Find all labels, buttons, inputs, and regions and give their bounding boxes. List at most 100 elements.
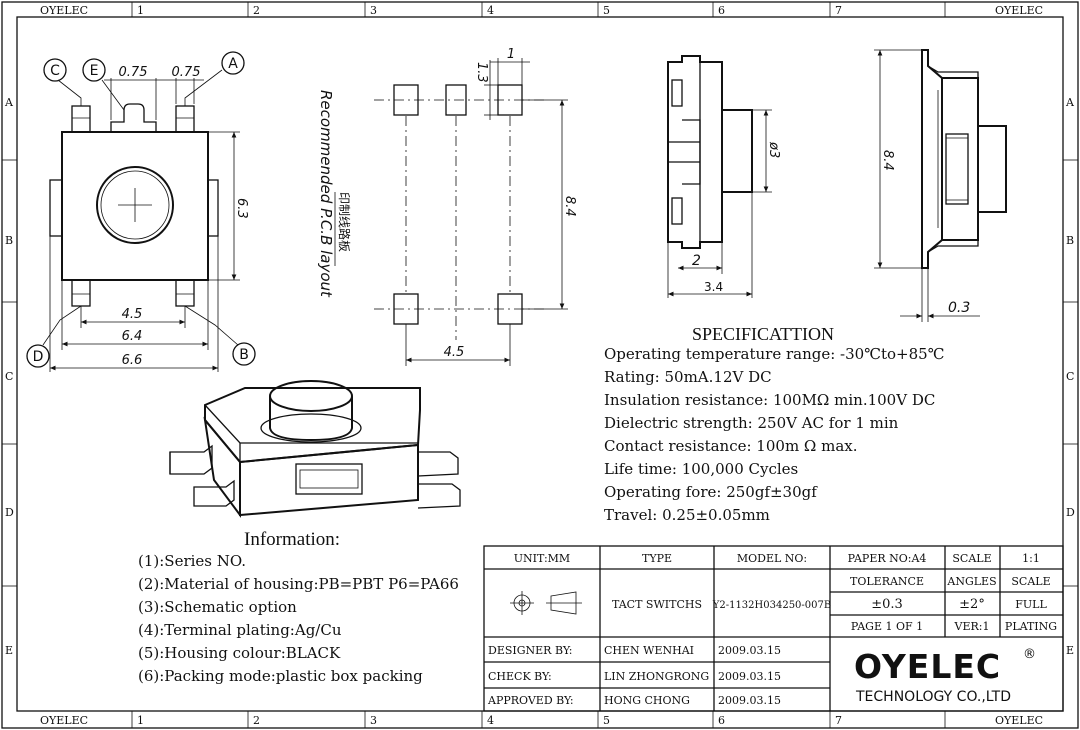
spec-title: SPECIFICATTION [692,324,834,344]
pin-balloon-b: B [232,342,256,366]
tb-approved-label: APPROVED BY: [487,694,574,707]
side-body-outline [667,55,723,249]
tb-scale-value: 1:1 [1022,552,1040,565]
svg-text:OYELEC: OYELEC [854,647,1001,686]
col-label-3-bottom: 3 [370,714,377,727]
end-lead-left [921,49,943,269]
pin-e-top [110,103,157,132]
tb-designer-label: DESIGNER BY: [488,644,572,657]
row-label-e: E [5,644,13,657]
svg-text:®: ® [1023,647,1036,662]
dim-pin-span: 4.5 [122,307,143,322]
tb-approver: HONG CHONG [604,694,690,707]
tb-angles-value: ±2° [959,597,985,612]
right-lug [207,179,219,237]
dim-body-width: 6.4 [122,329,143,344]
actuator-outer-circle [96,166,174,244]
svg-text:C: C [50,63,60,79]
tb-type-label: TYPE [642,552,672,565]
side-dim-width: 3.4 [704,280,723,294]
side-view: ø3 2 3.4 [667,55,781,298]
info-line: (2):Material of housing:PB=PBT P6=PA66 [138,575,459,593]
tb-checker: LIN ZHONGRONG [604,670,709,683]
pin-a-top [175,105,195,133]
side-dim-stem: 2 [692,253,701,269]
isometric-view [169,380,461,519]
projection-symbol-icon [510,591,582,615]
pin-balloon-c: C [43,58,67,82]
svg-text:E: E [90,63,99,79]
dim-overall-width: 6.6 [122,353,143,368]
spec-line: Insulation resistance: 100MΩ min.100V DC [604,391,935,409]
row-label-d-right: D [1066,506,1075,519]
pcb-dim-pitch-y: 8.4 [562,196,577,217]
end-view: 8.4 0.3 [874,49,1007,322]
info-line: (6):Packing mode:plastic box packing [138,667,423,685]
tb-type-value: TACT SWITCHS [612,598,702,611]
col-label-7-bottom: 7 [835,714,842,727]
col-label-4-bottom: 4 [487,714,494,727]
side-actuator [721,109,753,193]
pin-balloon-e: E [82,58,106,82]
col-label-2-bottom: 2 [253,714,260,727]
svg-text:B: B [239,347,249,363]
pcb-pad-2 [445,84,467,116]
tb-model-value: Y2-1132H034250-007B [712,600,832,611]
col-label-6: 6 [718,4,725,17]
col-label-7: 7 [835,4,842,17]
col-label-3: 3 [370,4,377,17]
tb-check-date: 2009.03.15 [718,670,781,683]
col-label-2: 2 [253,4,260,17]
information-block: Information: (1):Series NO. (2):Material… [138,529,459,685]
tb-designer: CHEN WENHAI [604,644,694,657]
spec-line: Contact resistance: 100m Ω max. [604,437,858,455]
pin-c-top [71,105,91,133]
pcb-dim-pad-height: 1.3 [474,62,489,83]
info-line: (1):Series NO. [138,552,246,570]
row-label-e-right: E [1066,644,1074,657]
svg-text:D: D [33,349,44,365]
spec-line: Operating fore: 250gf±30gf [604,483,818,501]
col-label-1: 1 [137,4,144,17]
tb-tolerance-value: ±0.3 [871,597,903,612]
pcb-dim-pitch-x: 4.5 [444,345,465,360]
tb-unit-label: UNIT:MM [514,552,570,565]
tb-check-label: CHECK BY: [488,670,552,683]
info-line: (5):Housing colour:BLACK [138,644,341,662]
dim-pitch-right: 0.75 [172,65,201,80]
col-label-6-bottom: 6 [718,714,725,727]
end-dim-length: 8.4 [880,150,895,171]
spec-line: Operating temperature range: -30℃to+85℃ [604,345,944,363]
tb-approved-date: 2009.03.15 [718,694,781,707]
tb-ver: VER:1 [954,620,990,633]
pin-b-bottom [175,279,195,307]
spec-line: Life time: 100,000 Cycles [604,460,798,478]
spec-line: Travel: 0.25±0.05mm [604,506,770,524]
corner-label-br: OYELEC [995,714,1043,727]
tb-designer-date: 2009.03.15 [718,644,781,657]
corner-label-bl: OYELEC [40,714,88,727]
info-title: Information: [244,529,340,550]
info-line: (3):Schematic option [138,598,297,616]
col-label-1-bottom: 1 [137,714,144,727]
spec-line: Dielectric strength: 250V AC for 1 min [604,414,899,432]
row-label-a-right: A [1065,96,1075,109]
pin-d-bottom [71,279,91,307]
row-label-b: B [5,234,13,247]
tb-angles-label: ANGLES [946,575,996,588]
left-lug [49,179,63,237]
company-logo: OYELEC ® [854,647,1036,686]
pin-balloon-a: A [221,51,245,75]
pin-balloon-d: D [26,344,50,368]
col-label-5-bottom: 5 [603,714,610,727]
pcb-title-en: Recommended P.C.B layout [317,90,335,298]
dim-height: 6.3 [234,198,249,219]
pcb-layout: Recommended P.C.B layout 印制线路板 8.4 4. [317,47,577,366]
pcb-dim-pad-width: 1 [507,47,515,62]
row-label-d: D [5,506,14,519]
tb-plating: PLATING [1005,620,1057,633]
pcb-title-cn: 印制线路板 [337,192,352,252]
tb-scale-label-2: SCALE [1011,575,1050,588]
